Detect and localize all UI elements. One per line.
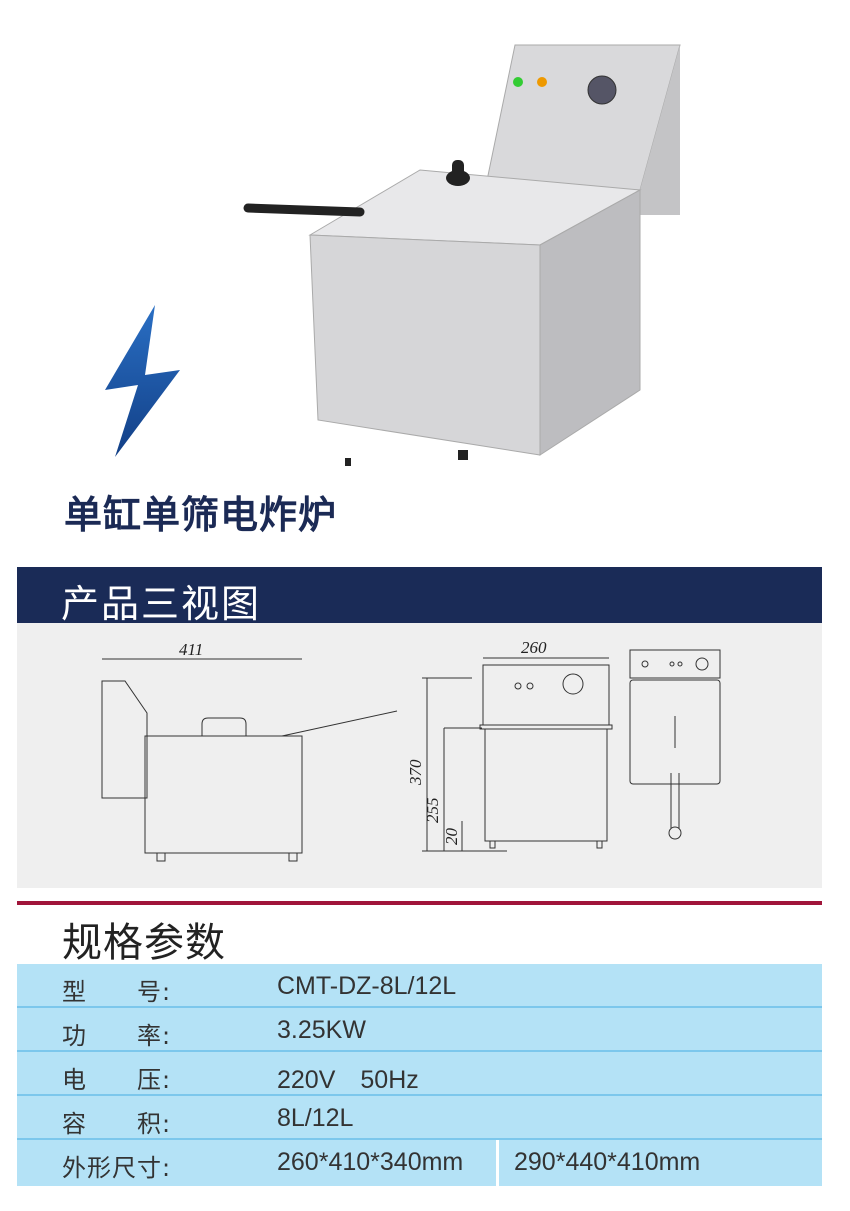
views-section-header: 产品三视图 bbox=[17, 567, 822, 626]
three-view-drawing: 411 260 370 255 20 bbox=[17, 623, 822, 888]
spec-label: 型 号: bbox=[62, 978, 172, 1006]
spec-label: 功 率: bbox=[62, 1022, 172, 1050]
section-divider bbox=[17, 901, 822, 905]
cell-divider bbox=[496, 1140, 499, 1186]
dim-body-height: 255 bbox=[423, 798, 442, 824]
specs-section-title: 规格参数 bbox=[62, 920, 226, 966]
spec-value: 260*410*340mm bbox=[277, 1148, 464, 1176]
spec-value: 220V 50Hz bbox=[277, 1066, 419, 1094]
top-view bbox=[629, 649, 721, 840]
specs-table: 型 号: CMT-DZ-8L/12L 功 率: 3.25KW 电 压: 220V 50… bbox=[17, 964, 822, 1186]
dim-front-width: 260 bbox=[521, 638, 547, 657]
spec-row-voltage: 电 压: 220V 50Hz bbox=[17, 1052, 822, 1096]
spec-row-dimensions: 外形尺寸: 260*410*340mm 290*440*410mm bbox=[17, 1140, 822, 1186]
product-photo bbox=[243, 44, 681, 466]
product-title: 单缸单筛电炸炉 bbox=[64, 493, 338, 537]
spec-value: 8L/12L bbox=[277, 1104, 354, 1132]
spec-label: 电 压: bbox=[62, 1066, 172, 1094]
spec-label: 外形尺寸: bbox=[62, 1154, 172, 1182]
spec-row-model: 型 号: CMT-DZ-8L/12L bbox=[17, 964, 822, 1008]
side-view: 411 bbox=[101, 640, 398, 862]
spec-row-capacity: 容 积: 8L/12L bbox=[17, 1096, 822, 1140]
spec-label: 容 积: bbox=[62, 1110, 172, 1138]
spec-row-power: 功 率: 3.25KW bbox=[17, 1008, 822, 1052]
lightning-bolt-icon bbox=[105, 305, 180, 457]
front-view: 260 370 255 20 bbox=[406, 638, 613, 852]
spec-value: CMT-DZ-8L/12L bbox=[277, 972, 457, 1000]
views-section-title: 产品三视图 bbox=[61, 582, 262, 626]
spec-value: 3.25KW bbox=[277, 1016, 366, 1044]
spec-value-alt: 290*440*410mm bbox=[514, 1148, 701, 1176]
dim-side-width: 411 bbox=[179, 640, 203, 659]
dim-leg-height: 20 bbox=[442, 828, 461, 846]
dim-total-height: 370 bbox=[406, 759, 425, 786]
